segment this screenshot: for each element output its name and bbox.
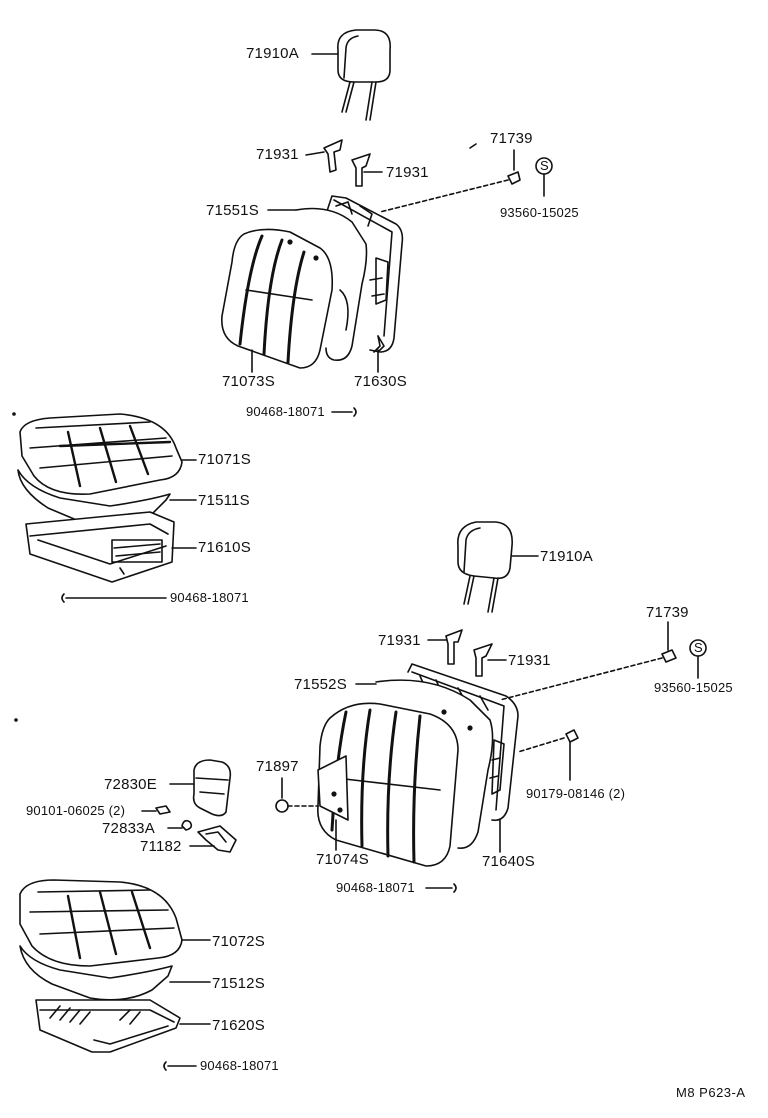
page-code: M8 P623-A bbox=[676, 1085, 746, 1100]
label-back-board-lower: 71640S bbox=[482, 853, 535, 870]
headrest-guide-upper-right bbox=[351, 153, 371, 187]
label-guide-upper-left: 71931 bbox=[256, 146, 299, 163]
headrest-upper-part bbox=[337, 29, 391, 121]
headrest-lower-part bbox=[457, 521, 513, 613]
pin-upper bbox=[507, 171, 521, 185]
label-cushion-cover-lower: 71072S bbox=[212, 933, 265, 950]
pin-lower bbox=[661, 649, 677, 663]
seatback-frame-upper bbox=[325, 195, 404, 353]
label-clip-lower: 71897 bbox=[256, 758, 299, 775]
label-spring-nut-upper: 93560-15025 bbox=[500, 205, 579, 220]
headrest-guide-lower-left bbox=[445, 629, 463, 665]
label-lever-plate: 71182 bbox=[140, 838, 182, 855]
label-s-mark-lower: S bbox=[694, 640, 703, 655]
label-cushion-frame-lower: 71620S bbox=[212, 1017, 265, 1034]
label-cushion-frame-upper: 71610S bbox=[198, 539, 251, 556]
label-cushion-cover-upper: 71071S bbox=[198, 451, 251, 468]
label-cushion-pad-lower: 71512S bbox=[212, 975, 265, 992]
label-cushion-pad-upper: 71511S bbox=[198, 492, 250, 509]
seatback-cover-lower bbox=[317, 702, 459, 867]
label-lever-bush: 72833A bbox=[102, 820, 155, 837]
clip-71897 bbox=[275, 799, 289, 813]
label-hog-ring-back-lower: 90468-18071 bbox=[336, 880, 415, 895]
seatback-frame-lower bbox=[407, 663, 519, 822]
cushion-frame-upper bbox=[25, 511, 175, 583]
label-back-frame-lower: 71552S bbox=[294, 676, 347, 693]
label-guide-upper-right: 71931 bbox=[386, 164, 429, 181]
headrest-guide-upper-left bbox=[323, 139, 343, 173]
label-clip-screw-lower: 90179-08146 (2) bbox=[526, 786, 626, 801]
screw-90179 bbox=[565, 729, 579, 743]
cushion-frame-lower bbox=[35, 999, 181, 1053]
label-pin-upper: 71739 bbox=[490, 130, 533, 147]
label-headrest-upper: 71910A bbox=[246, 45, 299, 62]
label-pin-lower: 71739 bbox=[646, 604, 689, 621]
label-lever-knob: 72830E bbox=[104, 776, 157, 793]
label-back-frame-upper: 71551S bbox=[206, 202, 259, 219]
label-hog-ring-cushion-upper: 90468-18071 bbox=[170, 590, 249, 605]
label-back-cover-lower: 71074S bbox=[316, 851, 369, 868]
screw-90101 bbox=[155, 805, 171, 815]
cushion-pad-lower bbox=[19, 945, 173, 1001]
label-lever-screw: 90101-06025 (2) bbox=[26, 803, 126, 818]
label-back-cover-upper: 71073S bbox=[222, 373, 275, 390]
lever-plate-71182 bbox=[197, 825, 237, 853]
seatback-cover-upper bbox=[221, 228, 334, 369]
cushion-cover-upper bbox=[19, 413, 183, 495]
seatback-board-upper bbox=[373, 335, 381, 353]
label-guide-lower-left: 71931 bbox=[378, 632, 421, 649]
label-back-board-upper: 71630S bbox=[354, 373, 407, 390]
headrest-guide-lower-right bbox=[473, 643, 493, 677]
cushion-cover-lower bbox=[19, 879, 183, 967]
label-hog-ring-cushion-lower: 90468-18071 bbox=[200, 1058, 279, 1073]
label-spring-nut-lower: 93560-15025 bbox=[654, 680, 733, 695]
label-guide-lower-right: 71931 bbox=[508, 652, 551, 669]
label-hog-ring-back-upper: 90468-18071 bbox=[246, 404, 325, 419]
lever-knob-72830E bbox=[192, 759, 232, 817]
label-s-mark-upper: S bbox=[540, 158, 549, 173]
cushion-pad-upper bbox=[17, 469, 171, 527]
label-headrest-lower: 71910A bbox=[540, 548, 593, 565]
bush-72833A bbox=[181, 819, 193, 831]
